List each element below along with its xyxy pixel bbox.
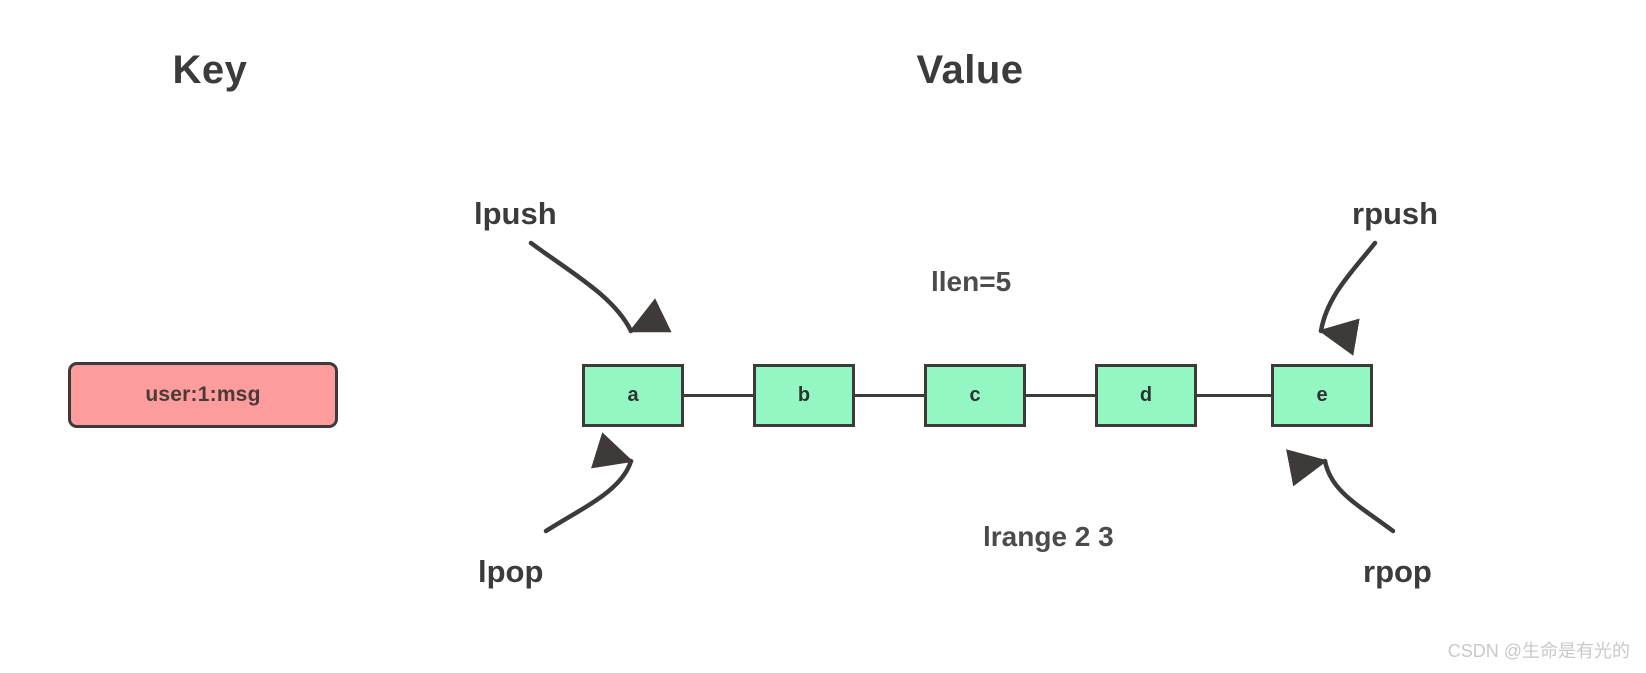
list-connector-c-d [1026,394,1096,397]
key-column-heading: Key [172,48,248,92]
list-connector-b-c [855,394,925,397]
llen-label: llen=5 [931,266,1012,297]
list-node-c: c [924,364,1026,427]
list-node-label: c [969,384,981,406]
lpush-label: lpush [474,196,557,231]
list-node-b: b [753,364,855,427]
list-node-label: d [1139,384,1153,406]
lpop-label: lpop [478,554,544,589]
list-node-d: d [1095,364,1197,427]
rpop-label: rpop [1363,554,1432,589]
list-node-a: a [582,364,684,427]
list-node-label: a [627,384,639,406]
key-box-label: user:1:msg [145,383,261,406]
list-node-label: e [1316,384,1328,406]
list-node-e: e [1271,364,1373,427]
lpop-arrow [543,432,634,534]
list-connector-a-b [684,394,754,397]
rpush-arrow [1318,240,1378,356]
list-node-label: b [797,384,811,406]
value-column-heading: Value [916,48,1024,92]
rpop-arrow [1286,449,1396,534]
key-box: user:1:msg [68,362,338,428]
lrange-label: lrange 2 3 [983,521,1114,552]
lpush-arrow [528,240,672,334]
rpush-label: rpush [1352,196,1439,231]
list-connector-d-e [1197,394,1272,397]
watermark: CSDN @生命是有光的 [1447,641,1630,661]
